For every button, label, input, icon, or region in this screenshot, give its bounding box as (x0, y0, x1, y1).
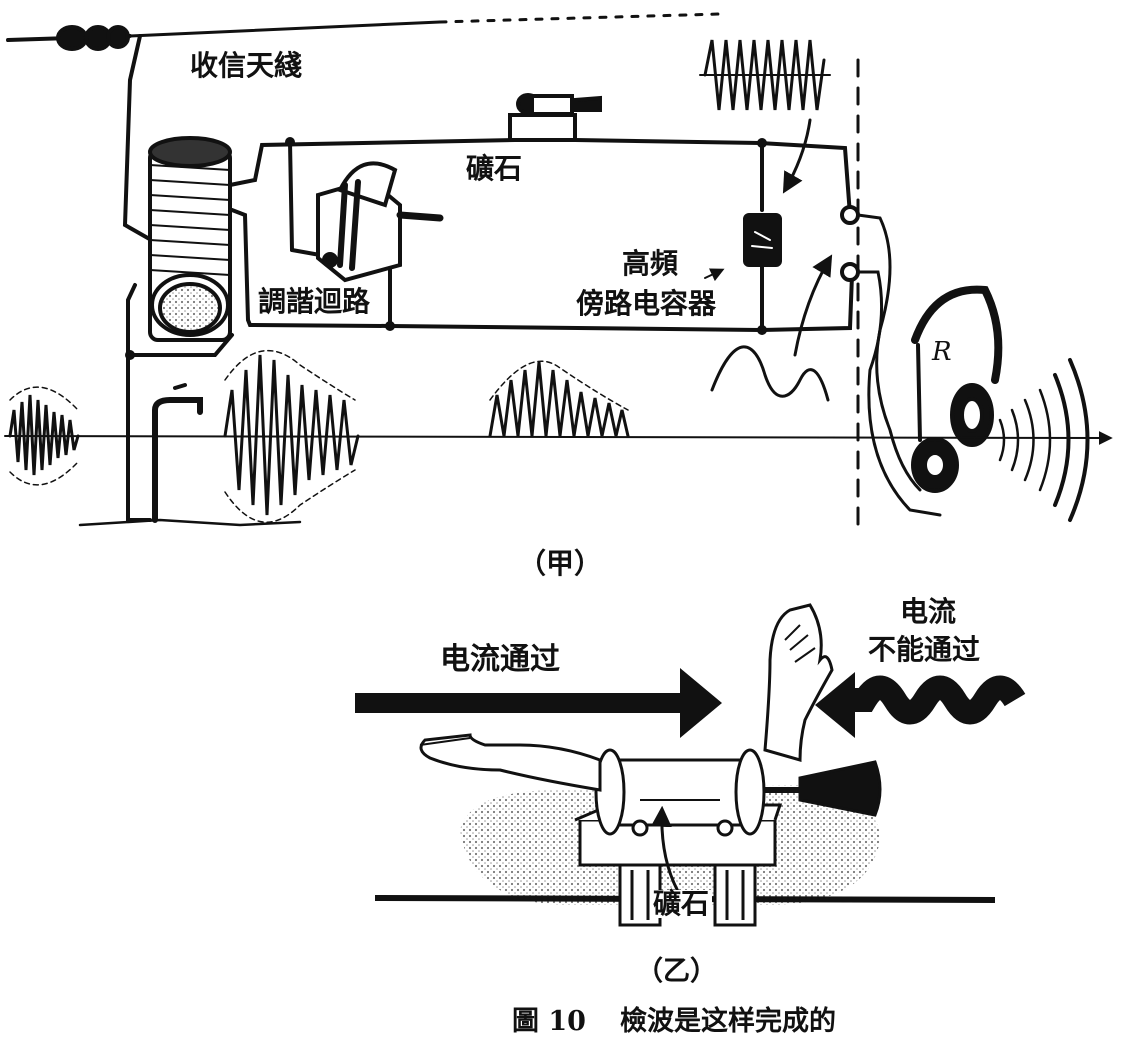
time-axis (4, 430, 1113, 445)
panel-b (355, 603, 1026, 927)
audio-waveform (710, 345, 830, 402)
bypass-pointer (704, 268, 725, 282)
circuit-wire (128, 333, 234, 357)
panel-b-caption: （乙） (636, 956, 717, 987)
antenna-wire (6, 12, 722, 51)
circuit-wire (230, 208, 854, 333)
variable-capacitor-icon (316, 161, 444, 283)
current-block-label-line2: 不能通过 (868, 633, 981, 666)
headphone-cord (856, 213, 922, 492)
crystal-label-b: 礦石 (650, 890, 713, 918)
bypass-label-line2: 傍路电容器 (576, 287, 717, 320)
modulated-wave-center (223, 349, 360, 523)
crystal-pointer-arrow (650, 805, 682, 896)
hand-block-icon (763, 603, 834, 762)
rectified-wave (488, 360, 630, 438)
sound-waves (998, 358, 1090, 522)
hand-pass-icon (419, 733, 602, 792)
tuning-circuit-label: 調諧迴路 (258, 285, 371, 318)
tuning-coil (148, 136, 232, 342)
ground-line (78, 518, 302, 527)
circuit-wire (288, 140, 294, 252)
crystal-detector-icon (508, 93, 602, 142)
svg-text:R: R (931, 337, 952, 367)
panel-a: R (4, 12, 1113, 537)
insulator-icon (106, 25, 130, 49)
figure-number: 圖 10 (512, 1006, 586, 1037)
antenna-label: 收信天綫 (190, 49, 303, 82)
detector-knob (765, 760, 882, 817)
circuit-wire (290, 248, 322, 257)
headphone-cord (856, 270, 942, 517)
modulated-wave-left (8, 386, 80, 486)
lead-in-wire (122, 34, 162, 247)
current-block-arrow (815, 672, 1026, 738)
headphones-icon: R (911, 285, 1003, 493)
bypass-label-line1: 高頻 (622, 247, 679, 280)
panel-a-caption: （甲） (518, 547, 603, 580)
current-block-label-line1: 电流 (900, 595, 957, 628)
faucet-icon (152, 383, 203, 523)
bypass-capacitor-icon (743, 213, 782, 267)
current-pass-label: 电流通过 (440, 642, 560, 677)
figure-title: 檢波是这样完成的 (620, 1006, 836, 1037)
crystal-label-a: 礦石 (466, 152, 523, 185)
insulator-icon (56, 25, 88, 51)
crystal-tube (594, 748, 766, 837)
low-freq-arrow (793, 254, 833, 357)
ground-wire (126, 283, 152, 522)
bypass-arrow (782, 118, 812, 194)
current-pass-arrow (355, 668, 722, 738)
